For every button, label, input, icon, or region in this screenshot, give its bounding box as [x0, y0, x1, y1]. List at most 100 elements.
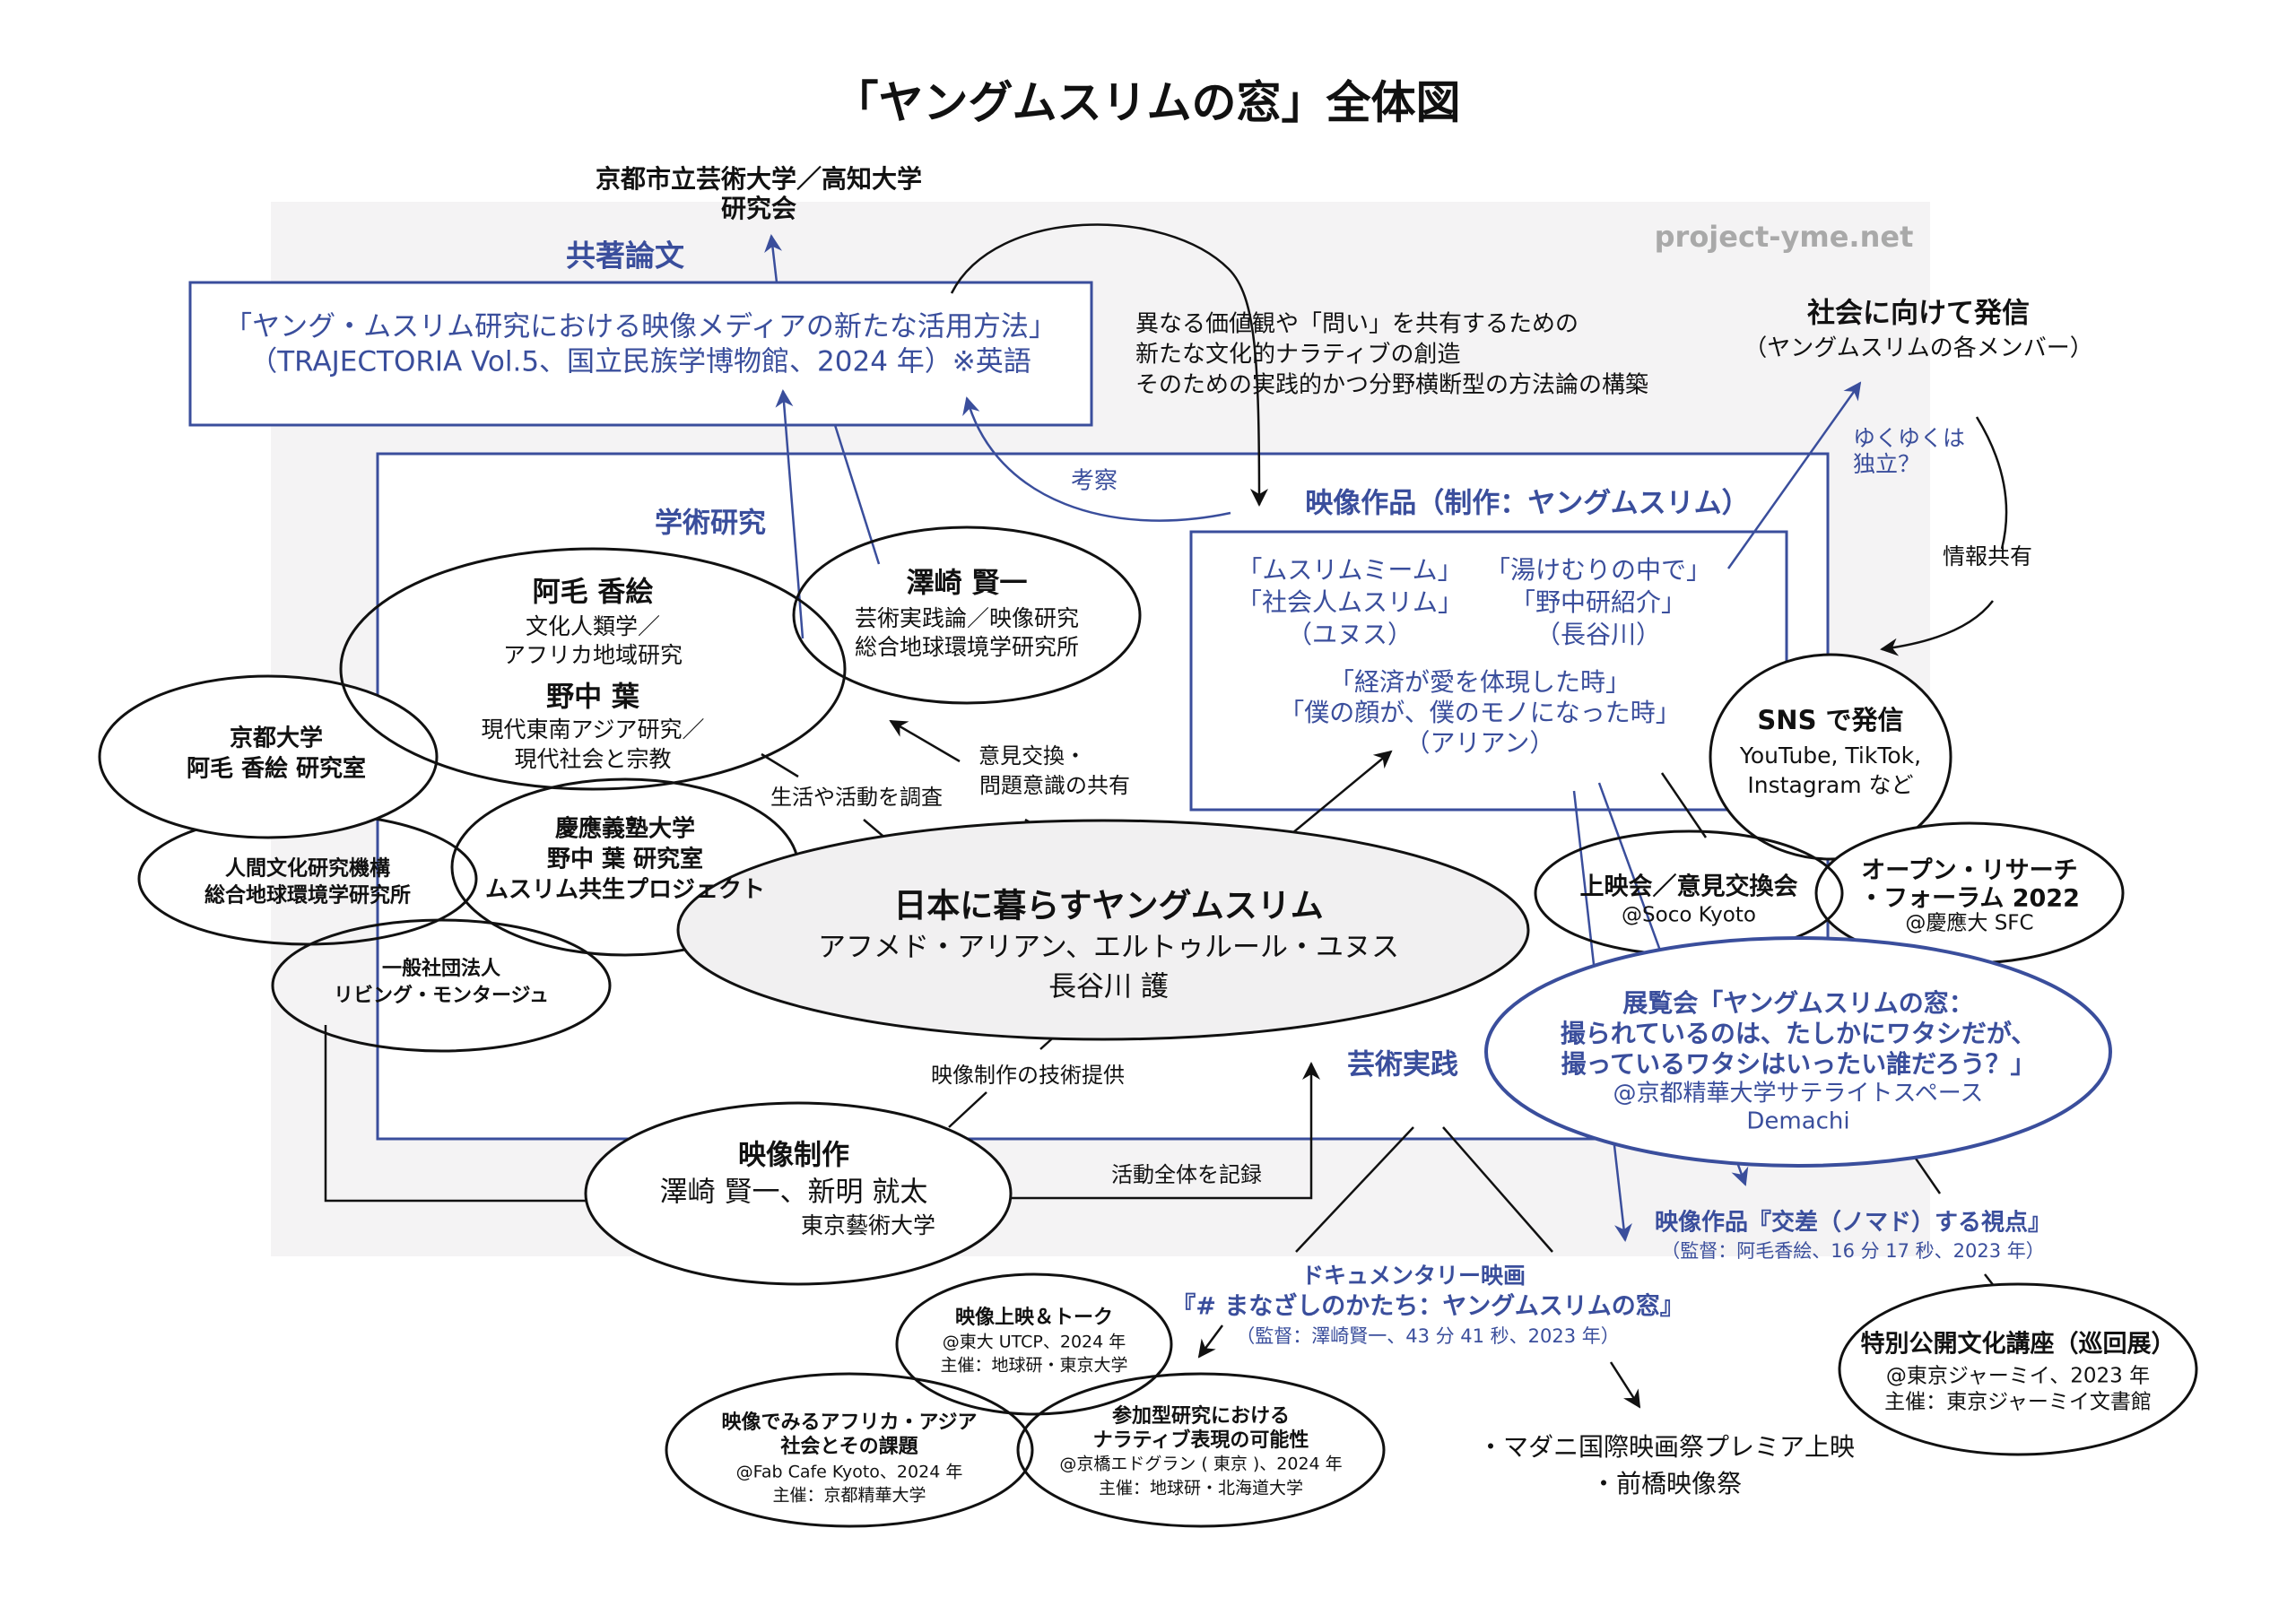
- works-box: [1189, 530, 1788, 812]
- edge-label-record: 活動全体を記録: [1111, 1162, 1262, 1187]
- kyoto-univ-lab: 阿毛 香絵 研究室: [187, 755, 366, 783]
- node-sawazaki-ellipse: [792, 525, 1142, 705]
- work-author: （アリアン）: [1405, 728, 1555, 758]
- central-members: アフメド・アリアン、エルトゥルール・ユヌス: [818, 932, 1399, 964]
- node-central-ellipse: [676, 819, 1530, 1041]
- work-title: 「経済が愛を体現した時」: [1329, 667, 1631, 697]
- researcher-field: 現代社会と宗教: [514, 746, 671, 772]
- info-share-label: 情報共有: [1943, 543, 2032, 569]
- paper-title: 「ヤング・ムスリム研究における映像メディアの新たな活用方法」: [224, 311, 1057, 343]
- keio-label: 慶應義塾大学: [555, 815, 695, 843]
- edge-label-tech: 映像制作の技術提供: [931, 1063, 1125, 1088]
- paper-box: [188, 281, 1093, 427]
- crossing-detail: （監督：阿毛香絵、16 分 17 秒、2023 年）: [1661, 1240, 2045, 1262]
- sns-title: SNS で発信: [1757, 705, 1903, 735]
- goal-text-2: 新たな文化的ナラティブの創造: [1135, 342, 1460, 369]
- africa-asia-host: 主催：京都精華大学: [772, 1486, 926, 1506]
- central-members-2: 長谷川 護: [1048, 971, 1169, 1003]
- node-researchers-ellipse: [339, 547, 847, 791]
- living-montage-label: 一般社団法人: [382, 957, 500, 980]
- society-title: 社会に向けて発信: [1807, 298, 2030, 330]
- exhibition-venue-2: Demachi: [1746, 1108, 1849, 1135]
- forum-title: オープン・リサーチ: [1861, 857, 2077, 885]
- node-living-montage-ellipse: [271, 918, 612, 1053]
- screening-venue: @Soco Kyoto: [1622, 904, 1756, 927]
- node-kyoto-univ-ellipse: [98, 674, 439, 839]
- production-names: 澤崎 賢一、新明 就太: [660, 1177, 928, 1209]
- participatory-title: 参加型研究における: [1112, 1404, 1290, 1428]
- lecture-venue: @東京ジャーミイ、2023 年: [1886, 1365, 2150, 1388]
- lecture-host: 主催：東京ジャーミイ文書館: [1884, 1391, 2152, 1414]
- talk-venue: @東大 UTCP、2024 年: [943, 1333, 1126, 1352]
- nihu-label: 人間文化研究機構: [225, 856, 390, 881]
- crossing-title: 映像作品『交差（ノマド）する視点』: [1655, 1209, 2051, 1237]
- work-title: 「湯けむりの中で」: [1485, 555, 1711, 585]
- edge-label-survey: 生活や活動を調査: [770, 785, 943, 810]
- documentary-title: 『# まなざしのかたち：ヤングムスリムの窓』: [1171, 1292, 1683, 1321]
- nihu-label-2: 総合地球環境学研究所: [204, 883, 411, 908]
- participatory-venue: @京橋エドグラン ( 東京 )、2024 年: [1059, 1455, 1342, 1474]
- exhibition-title: 展覧会「ヤングムスリムの窓：: [1622, 988, 1973, 1018]
- paper-source: （TRAJECTORIA Vol.5、国立民族学博物館、2024 年）※英語: [249, 346, 1031, 378]
- keio-lab: 野中 葉 研究室: [547, 846, 703, 873]
- sns-platforms-2: Instagram など: [1747, 772, 1913, 798]
- paper-heading: 共著論文: [566, 239, 684, 274]
- researcher-field: アフリカ地域研究: [503, 642, 683, 668]
- lecture-title: 特別公開文化講座（巡回展）: [1861, 1330, 2176, 1359]
- festival-item: ・前橋映像祭: [1591, 1469, 1742, 1498]
- africa-asia-title-2: 社会とその課題: [780, 1435, 918, 1458]
- watermark: project-yme.net: [1655, 220, 1914, 254]
- central-title: 日本に暮らすヤングムスリム: [893, 887, 1324, 925]
- work-title: 「ムスリムミーム」: [1237, 555, 1462, 585]
- participatory-title-2: ナラティブ表現の可能性: [1093, 1429, 1309, 1452]
- participatory-host: 主催：地球研・北海道大学: [1099, 1479, 1303, 1498]
- kyoto-univ-label: 京都大学: [230, 725, 323, 752]
- africa-asia-title: 映像でみるアフリカ・アジア: [721, 1411, 977, 1434]
- documentary-detail: （監督：澤崎賢一、43 分 41 秒、2023 年）: [1236, 1325, 1620, 1347]
- keio-project: ムスリム共生プロジェクト: [485, 877, 765, 904]
- production-org: 東京藝術大学: [801, 1212, 935, 1238]
- sawazaki-name: 澤崎 賢一: [907, 568, 1028, 600]
- forum-venue: @慶應大 SFC: [1905, 912, 2033, 935]
- goal-text-3: そのための実践的かつ分野横断型の方法論の構築: [1135, 372, 1648, 399]
- talk-host: 主催：地球研・東京大学: [940, 1356, 1127, 1376]
- art-label: 芸術実践: [1347, 1049, 1458, 1081]
- edge-label-exchange: 意見交換・: [978, 743, 1086, 769]
- node-africa-asia-ellipse: [665, 1372, 1034, 1528]
- work-author: （長谷川）: [1535, 620, 1661, 649]
- goal-text-1: 異なる価値観や「問い」を共有するための: [1135, 311, 1578, 338]
- festival-item: ・マダニ国際映画祭プレミア上映: [1478, 1432, 1855, 1462]
- documentary-label: ドキュメンタリー映画: [1301, 1263, 1526, 1289]
- exhibition-venue: @京都精華大学サテライトスペース: [1613, 1081, 1984, 1107]
- researcher-field: 文化人類学／: [526, 613, 660, 639]
- edge-label-exchange-2: 問題意識の共有: [979, 773, 1130, 798]
- society-subtitle: （ヤングムスリムの各メンバー）: [1744, 335, 2092, 362]
- independence-label-2: 独立？: [1853, 451, 1920, 477]
- exhibition-title-3: 撮っているワタシはいったい誰だろう？」: [1561, 1049, 2036, 1079]
- researcher-field: 現代東南アジア研究／: [481, 716, 704, 743]
- sns-platforms: YouTube, TikTok,: [1739, 743, 1921, 769]
- africa-asia-venue: @Fab Cafe Kyoto、2024 年: [736, 1463, 963, 1482]
- node-exhibition-ellipse: [1484, 936, 2112, 1168]
- talk-title: 映像上映＆トーク: [955, 1306, 1113, 1329]
- sawazaki-org: 総合地球環境学研究所: [855, 634, 1079, 660]
- researcher-name: 阿毛 香絵: [533, 577, 654, 609]
- screening-title: 上映会／意見交換会: [1580, 873, 1798, 901]
- exhibition-title-2: 撮られているのは、たしかにワタシだが、: [1561, 1019, 2037, 1048]
- work-author: （ユヌス）: [1287, 620, 1413, 649]
- works-heading: 映像作品（制作：ヤングムスリム）: [1305, 488, 1749, 520]
- forum-title-2: ・フォーラム 2022: [1859, 885, 2080, 913]
- work-title: 「野中研紹介」: [1510, 587, 1686, 617]
- node-participatory-ellipse: [1016, 1372, 1386, 1528]
- node-lecture-ellipse: [1838, 1282, 2198, 1456]
- consideration-label: 考察: [1071, 468, 1118, 495]
- researcher-name: 野中 葉: [546, 682, 640, 714]
- node-production-ellipse: [584, 1101, 1013, 1286]
- kyoto-city-label-2: 研究会: [721, 194, 796, 223]
- work-title: 「社会人ムスリム」: [1237, 587, 1463, 617]
- page-title: 「ヤングムスリムの窓」全体図: [834, 77, 1461, 129]
- living-montage-label-2: リビング・モンタージュ: [334, 984, 549, 1007]
- work-title: 「僕の顔が、僕のモノになった時」: [1279, 698, 1680, 727]
- node-talk-ellipse: [895, 1272, 1173, 1416]
